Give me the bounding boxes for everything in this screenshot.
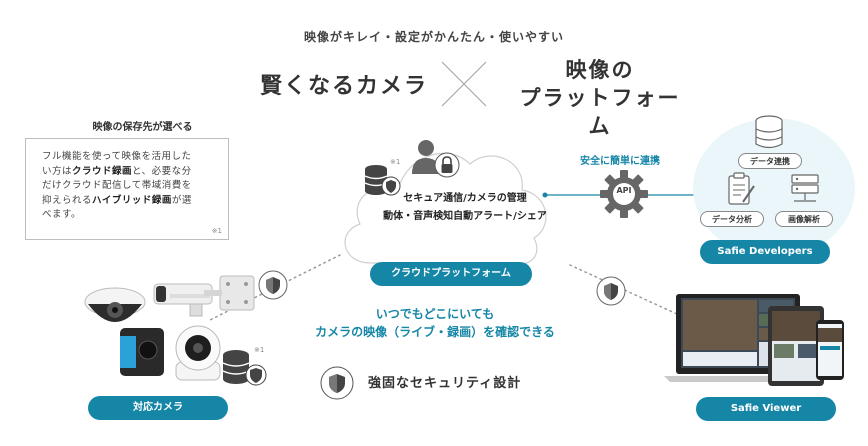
tablet-device: [768, 306, 824, 386]
server-icon: [791, 174, 819, 202]
cloud-shape: [344, 152, 547, 265]
cloud-feature-line: セキュア通信/カメラの管理: [403, 193, 527, 204]
cloud-feature-line: 動体・音声検知自動アラート/シェア: [383, 211, 547, 222]
tagline: 映像がキレイ・設定がかんたん・使いやすい: [303, 30, 564, 44]
database-icon: [364, 165, 401, 196]
headline-smart-camera: 賢くなるカメラ: [260, 74, 429, 99]
gear-icon: [600, 170, 648, 218]
data-analysis-label: データ分析: [700, 211, 764, 227]
cloud-platform-button[interactable]: クラウドプラットフォーム: [370, 262, 532, 286]
headline-platform-line1: 映像の: [565, 58, 635, 82]
safie-viewer-button[interactable]: Safie Viewer: [696, 397, 836, 421]
camera-note: ※1: [254, 346, 265, 354]
database-icon: [755, 115, 783, 149]
hybrid-recording-highlight: ハイブリッド録画: [92, 194, 172, 206]
clipboard-icon: [728, 172, 755, 205]
bullet-camera: [153, 283, 213, 317]
anytime-caption-line1: いつでもどこにいても: [375, 307, 495, 321]
supported-camera-button[interactable]: 対応カメラ: [88, 396, 228, 420]
storage-line: 抑えられるハイブリッド録画が選: [42, 194, 218, 209]
storage-description: フル機能を使って映像を活用した い方はクラウド録画と、必要な分 だけクラウド配信…: [42, 150, 218, 223]
api-caption: 安全に簡単に連携: [580, 156, 660, 167]
api-label: API: [616, 186, 632, 195]
shield-icon: [596, 276, 626, 306]
storage-line: だけクラウド配信して帯域消費を: [42, 180, 192, 191]
storage-box: フル機能を使って映像を活用した い方はクラウド録画と、必要な分 だけクラウド配信…: [25, 138, 229, 240]
shield-icon: [258, 270, 288, 300]
cloud-features: セキュア通信/カメラの管理 動体・音声検知自動アラート/シェア: [360, 190, 570, 226]
data-link-label: データ連携: [738, 153, 802, 169]
storage-note: ※1: [211, 227, 222, 235]
user-icon: [412, 140, 440, 174]
storage-line: フル機能を使って映像を活用した: [42, 151, 192, 162]
storage-text-span: い方は: [42, 165, 73, 177]
storage-text-span: 抑えられる: [42, 194, 93, 206]
cameras-illustration: [84, 275, 255, 381]
storage-line: い方はクラウド録画と、必要な分: [42, 165, 218, 180]
storage-line: べます。: [42, 209, 82, 220]
database-icon: [222, 350, 267, 386]
headline-platform: 映像の プラットフォーム: [510, 56, 690, 140]
anytime-caption: いつでもどこにいても カメラの映像（ライブ・録画）を確認できる: [290, 305, 580, 341]
dome-camera: [84, 287, 146, 322]
shield-icon: [320, 366, 354, 400]
image-analysis-label: 画像解析: [775, 211, 833, 227]
storage-text-span: と、必要な分: [132, 165, 192, 177]
viewer-devices-illustration: [664, 294, 844, 386]
lock-icon: [434, 152, 460, 178]
headline-platform-line2: プラットフォーム: [519, 86, 681, 138]
api-link-dot-left: [542, 192, 548, 198]
anytime-caption-line2: カメラの映像（ライブ・録画）を確認できる: [315, 325, 555, 339]
phone-device: [816, 320, 844, 380]
dotted-line-viewer: [569, 264, 691, 321]
cloud-note: ※1: [390, 158, 401, 166]
cloud-recording-highlight: クラウド録画: [72, 165, 133, 177]
mount-plate: [204, 275, 255, 311]
ptz-camera: [175, 325, 221, 381]
cross-icon: [441, 61, 487, 107]
safie-developers-button[interactable]: Safie Developers: [700, 240, 830, 264]
storage-text-span: が選: [171, 194, 192, 206]
box-camera: [120, 328, 164, 376]
storage-title: 映像の保存先が選べる: [92, 122, 193, 133]
security-design: 強固なセキュリティ設計: [368, 376, 522, 391]
